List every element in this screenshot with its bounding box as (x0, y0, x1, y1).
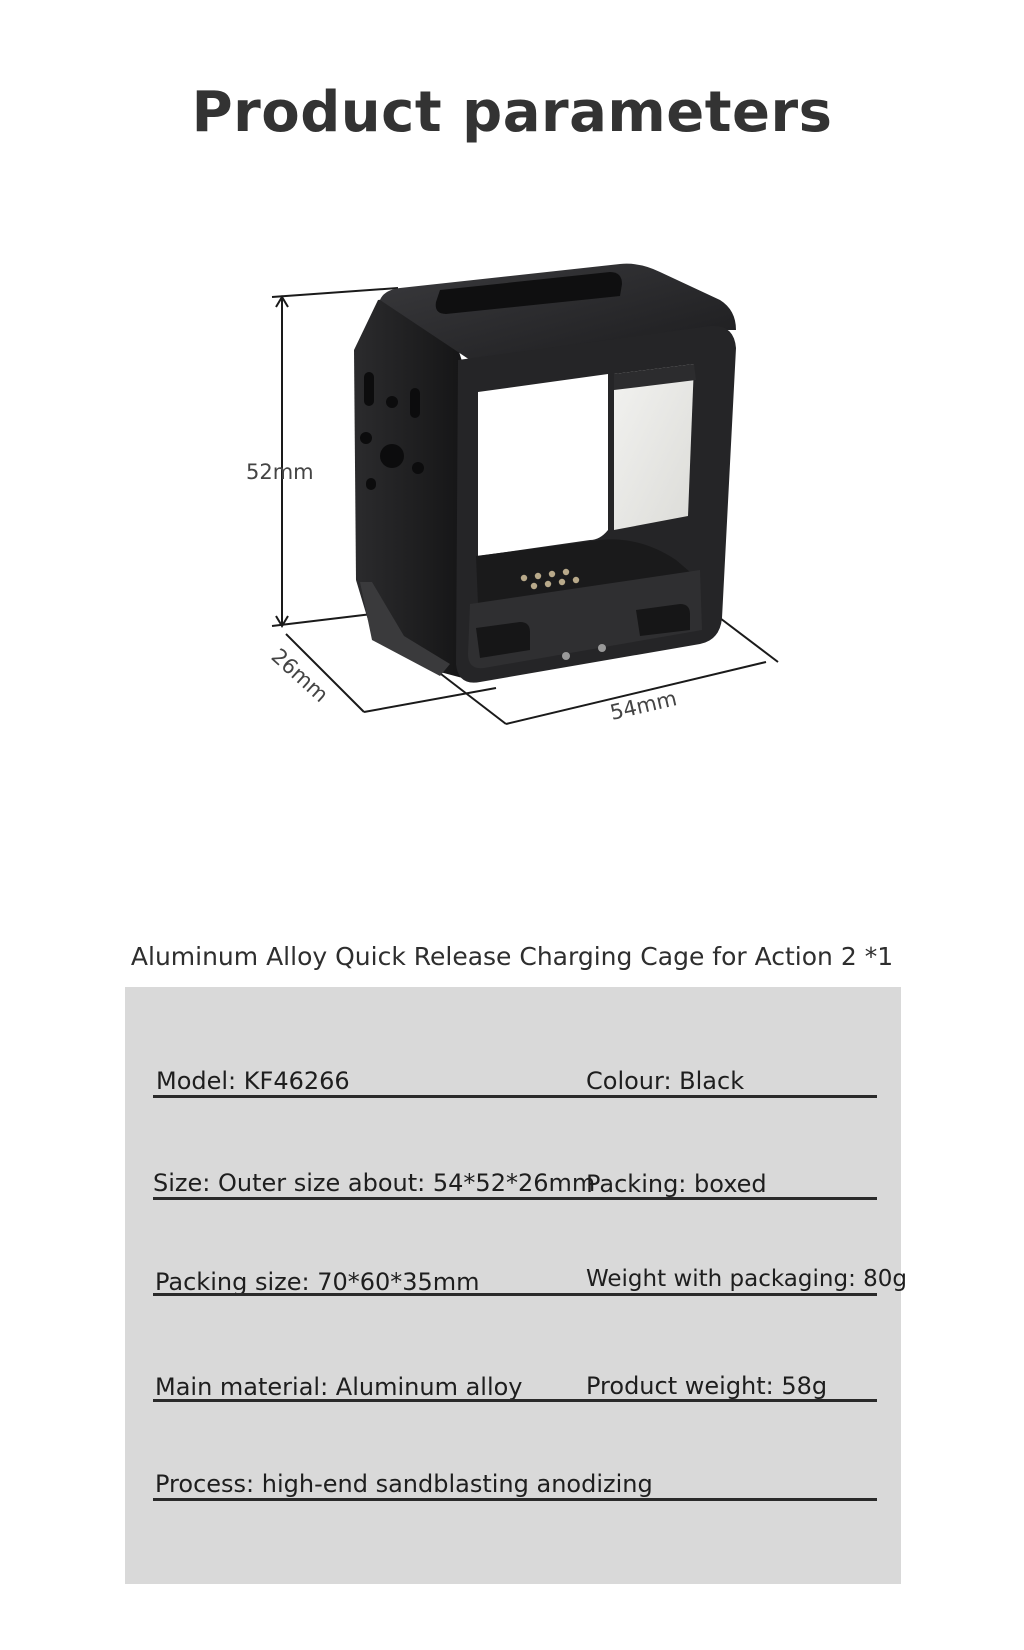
depth-dimension-label: 26mm (267, 644, 333, 707)
spec-colour: Colour: Black (586, 1067, 745, 1095)
product-name: Aluminum Alloy Quick Release Charging Ca… (130, 942, 894, 971)
spec-size: Size: Outer size about: 54*52*26mm (153, 1169, 596, 1197)
spec-divider (153, 1197, 877, 1200)
spec-divider (153, 1095, 877, 1098)
specs-panel: Model: KF46266 Colour: Black Size: Outer… (125, 987, 907, 1584)
spec-product-weight: Product weight: 58g (586, 1372, 828, 1400)
spec-model: Model: KF46266 (156, 1067, 350, 1095)
spec-divider (153, 1498, 877, 1501)
charging-cage-illustration (354, 263, 736, 683)
product-figure: 52mm 26mm 54mm (246, 263, 779, 725)
page-title: Product parameters (191, 80, 833, 145)
spec-packing: Packing: boxed (586, 1170, 767, 1198)
height-dimension-label: 52mm (246, 460, 314, 484)
spec-divider (153, 1293, 877, 1296)
spec-packing-size: Packing size: 70*60*35mm (155, 1268, 480, 1296)
spec-main-material: Main material: Aluminum alloy (155, 1373, 523, 1401)
spec-weight-with-packaging: Weight with packaging: 80g (586, 1266, 907, 1292)
spec-divider (153, 1399, 877, 1402)
spec-process: Process: high-end sandblasting anodizing (155, 1470, 653, 1498)
